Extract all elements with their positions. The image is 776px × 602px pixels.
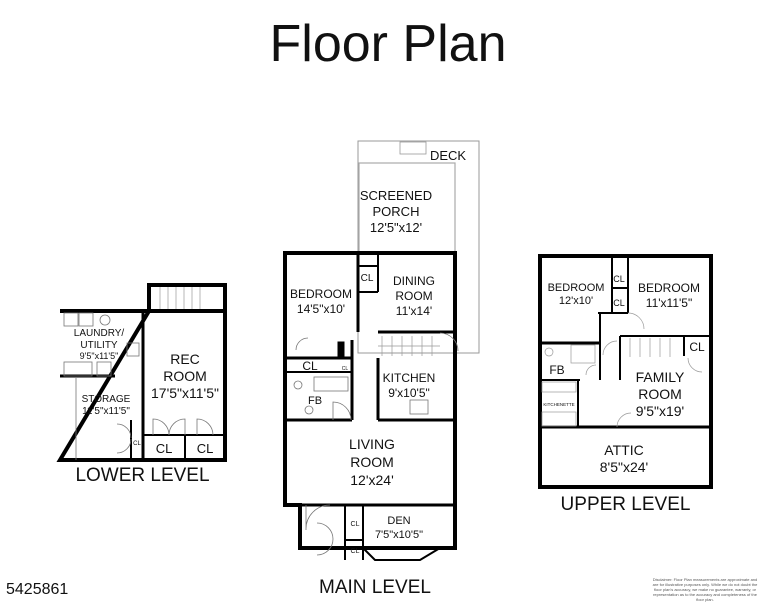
listing-id: 5425861	[6, 581, 69, 598]
dining-label-2: ROOM	[395, 289, 432, 303]
laundry-label: LAUNDRY/	[74, 328, 125, 339]
rec-room-dims: 17'5"x11'5"	[151, 385, 219, 401]
living-room-label-2: ROOM	[350, 454, 394, 470]
bedroom-1-label: BEDROOM	[548, 282, 605, 294]
dining-label: DINING	[393, 274, 435, 288]
den-dims: 7'5"x10'5"	[375, 529, 423, 541]
closet-label: CL	[361, 273, 374, 284]
rec-room-label-2: ROOM	[163, 368, 207, 384]
bathroom-label: FB	[308, 395, 322, 407]
deck-label: DECK	[430, 148, 466, 163]
kitchen-dims: 9'x10'5"	[388, 386, 430, 400]
bedroom-2-dims: 11'x11'5"	[646, 296, 692, 310]
disclaimer-text: Disclaimer: Floor Plan measurements are …	[652, 577, 758, 602]
closet-label: CL	[613, 298, 625, 308]
bedroom-2-label: BEDROOM	[638, 281, 700, 295]
closet-label: CL	[351, 521, 360, 528]
closet-label: CL	[302, 359, 318, 373]
porch-label: SCREENED	[360, 188, 432, 203]
dining-dims: 11'x14'	[396, 304, 432, 318]
closet-label: CL	[156, 441, 173, 456]
porch-dims: 12'5"x12'	[370, 220, 422, 235]
bathroom-label: FB	[549, 363, 564, 377]
den-label: DEN	[387, 515, 410, 527]
closet-label: CL	[342, 366, 349, 372]
attic-label: ATTIC	[604, 442, 643, 458]
upper-level-label: UPPER LEVEL	[560, 494, 691, 515]
closet-label: CL	[351, 548, 360, 555]
attic-dims: 8'5"x24'	[600, 459, 648, 475]
main-level-plan	[283, 140, 480, 561]
bedroom-dims: 14'5"x10'	[297, 302, 345, 316]
bedroom-label: BEDROOM	[290, 287, 352, 301]
kitchenette-label: KITCHENETTE	[543, 402, 574, 407]
storage-dims: 11'5"x11'5"	[82, 406, 130, 417]
family-room-label-2: ROOM	[638, 386, 682, 402]
rec-room-label: REC	[170, 351, 200, 367]
family-room-label: FAMILY	[636, 369, 685, 385]
lower-level-label: LOWER LEVEL	[75, 465, 210, 486]
main-level-label: MAIN LEVEL	[319, 577, 431, 598]
lower-level-plan	[56, 283, 227, 462]
closet-label: CL	[133, 441, 141, 447]
bedroom-1-dims: 12'x10'	[559, 295, 593, 307]
family-room-dims: 9'5"x19'	[636, 403, 684, 419]
porch-label-2: PORCH	[373, 204, 420, 219]
closet-label: CL	[613, 274, 625, 284]
closet-label: CL	[197, 441, 214, 456]
laundry-label-2: UTILITY	[80, 340, 118, 351]
closet-label: CL	[689, 340, 705, 354]
living-room-dims: 12'x24'	[350, 472, 394, 488]
laundry-dims: 9'5"x11'5"	[80, 351, 119, 361]
page-title: Floor Plan	[269, 15, 507, 73]
kitchen-label: KITCHEN	[383, 371, 436, 385]
living-room-label: LIVING	[349, 436, 395, 452]
upper-level-plan	[538, 254, 713, 489]
storage-label: STORAGE	[82, 394, 131, 405]
